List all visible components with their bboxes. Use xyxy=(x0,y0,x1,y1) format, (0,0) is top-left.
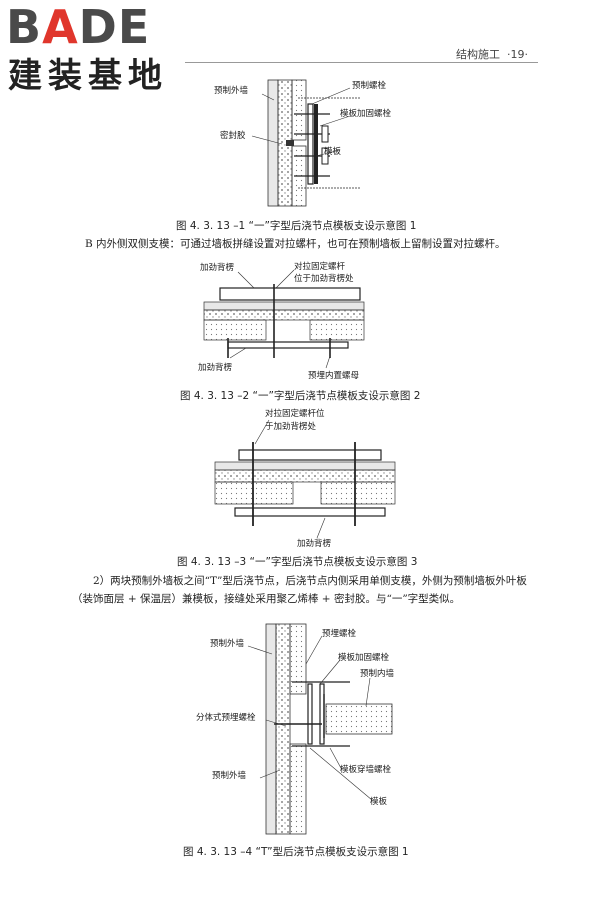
brand-subtitle: 建装基地 xyxy=(8,56,168,96)
fig1-label-sealant: 密封胶 xyxy=(220,130,246,141)
fig4-label-outer-wall-bottom: 预制外墙 xyxy=(212,770,247,781)
figure-3-caption: 图 4. 3. 13 –3 “一”字型后浇节点模板支设示意图 3 xyxy=(177,556,418,568)
fig2-label-rib-bottom: 加劲背楞 xyxy=(198,362,233,373)
figure-1-diagram: 预制外墙 密封胶 预制螺栓 模板加固螺栓 模板 xyxy=(214,79,392,207)
fig4-label-split-bolt: 分体式预埋螺栓 xyxy=(196,712,256,723)
figure-2-caption: 图 4. 3. 13 –2 “一”字型后浇节点模板支设示意图 2 xyxy=(180,390,421,402)
section-title: 结构施工 xyxy=(456,48,500,61)
fig3-label-tie-pos: 对拉固定螺杆位 xyxy=(265,408,325,419)
figure-1-caption: 图 4. 3. 13 –1 “一”字型后浇节点模板支设示意图 1 xyxy=(176,220,417,232)
fig4-label-formwork: 模板 xyxy=(370,796,388,807)
paragraph-2-line-1: 2）两块预制外墙板之间“T”型后浇节点，后浇节点内侧采用单侧支模，外侧为预制墙板… xyxy=(93,575,527,587)
running-header: 结构施工 ·19· xyxy=(456,46,528,62)
paragraph-2-line-2: （装饰面层 + 保温层）兼模板，接缝处采用聚乙烯棒 + 密封胶。与“一”字型类似… xyxy=(72,593,461,605)
fig3-label-rib: 加劲背楞 xyxy=(297,538,332,549)
brand-logo: BADE xyxy=(6,0,151,54)
fig2-label-nut: 预埋内置螺母 xyxy=(308,370,359,381)
figure-4-caption: 图 4. 3. 13 –4 “T”型后浇节点模板支设示意图 1 xyxy=(183,846,409,858)
header-rule xyxy=(185,62,538,63)
figure-3-diagram: 对拉固定螺杆位 于加劲背楞处 加劲背楞 xyxy=(214,408,396,549)
fig2-label-tie: 对拉固定螺杆 xyxy=(294,261,346,272)
fig4-label-through-bolt: 模板穿墙螺栓 xyxy=(340,764,392,775)
fig4-label-outer-wall-top: 预制外墙 xyxy=(210,638,245,649)
fig1-label-outer-wall: 预制外墙 xyxy=(214,85,249,96)
paragraph-b: B 内外侧双侧支模：可通过墙板拼缝设置对拉螺杆，也可在预制墙板上留制设置对拉螺杆… xyxy=(85,238,506,250)
fig2-label-tie-pos: 位于加劲背楞处 xyxy=(294,273,354,284)
figure-2-diagram: 加劲背楞 对拉固定螺杆 位于加劲背楞处 加劲背楞 预埋内置螺母 xyxy=(198,261,365,381)
fig3-label-tie-pos2: 于加劲背楞处 xyxy=(265,421,317,432)
figure-4-diagram: 预制外墙 预埋螺栓 模板加固螺栓 预制内墙 分体式预埋螺栓 预制外墙 模板穿墙螺… xyxy=(196,623,395,835)
fig2-label-rib-top: 加劲背楞 xyxy=(200,262,235,273)
fig1-label-bolt: 预制螺栓 xyxy=(352,80,387,91)
fig4-label-inner-wall: 预制内墙 xyxy=(360,668,395,679)
page-number: ·19· xyxy=(507,48,528,61)
fig1-label-formwork: 模板 xyxy=(324,146,342,157)
fig4-label-form-bolt: 模板加固螺栓 xyxy=(338,652,390,663)
fig4-label-bolt: 预埋螺栓 xyxy=(322,628,357,639)
fig1-label-form-bolt: 模板加固螺栓 xyxy=(340,108,392,119)
brand-logo-accent: A xyxy=(42,0,79,54)
